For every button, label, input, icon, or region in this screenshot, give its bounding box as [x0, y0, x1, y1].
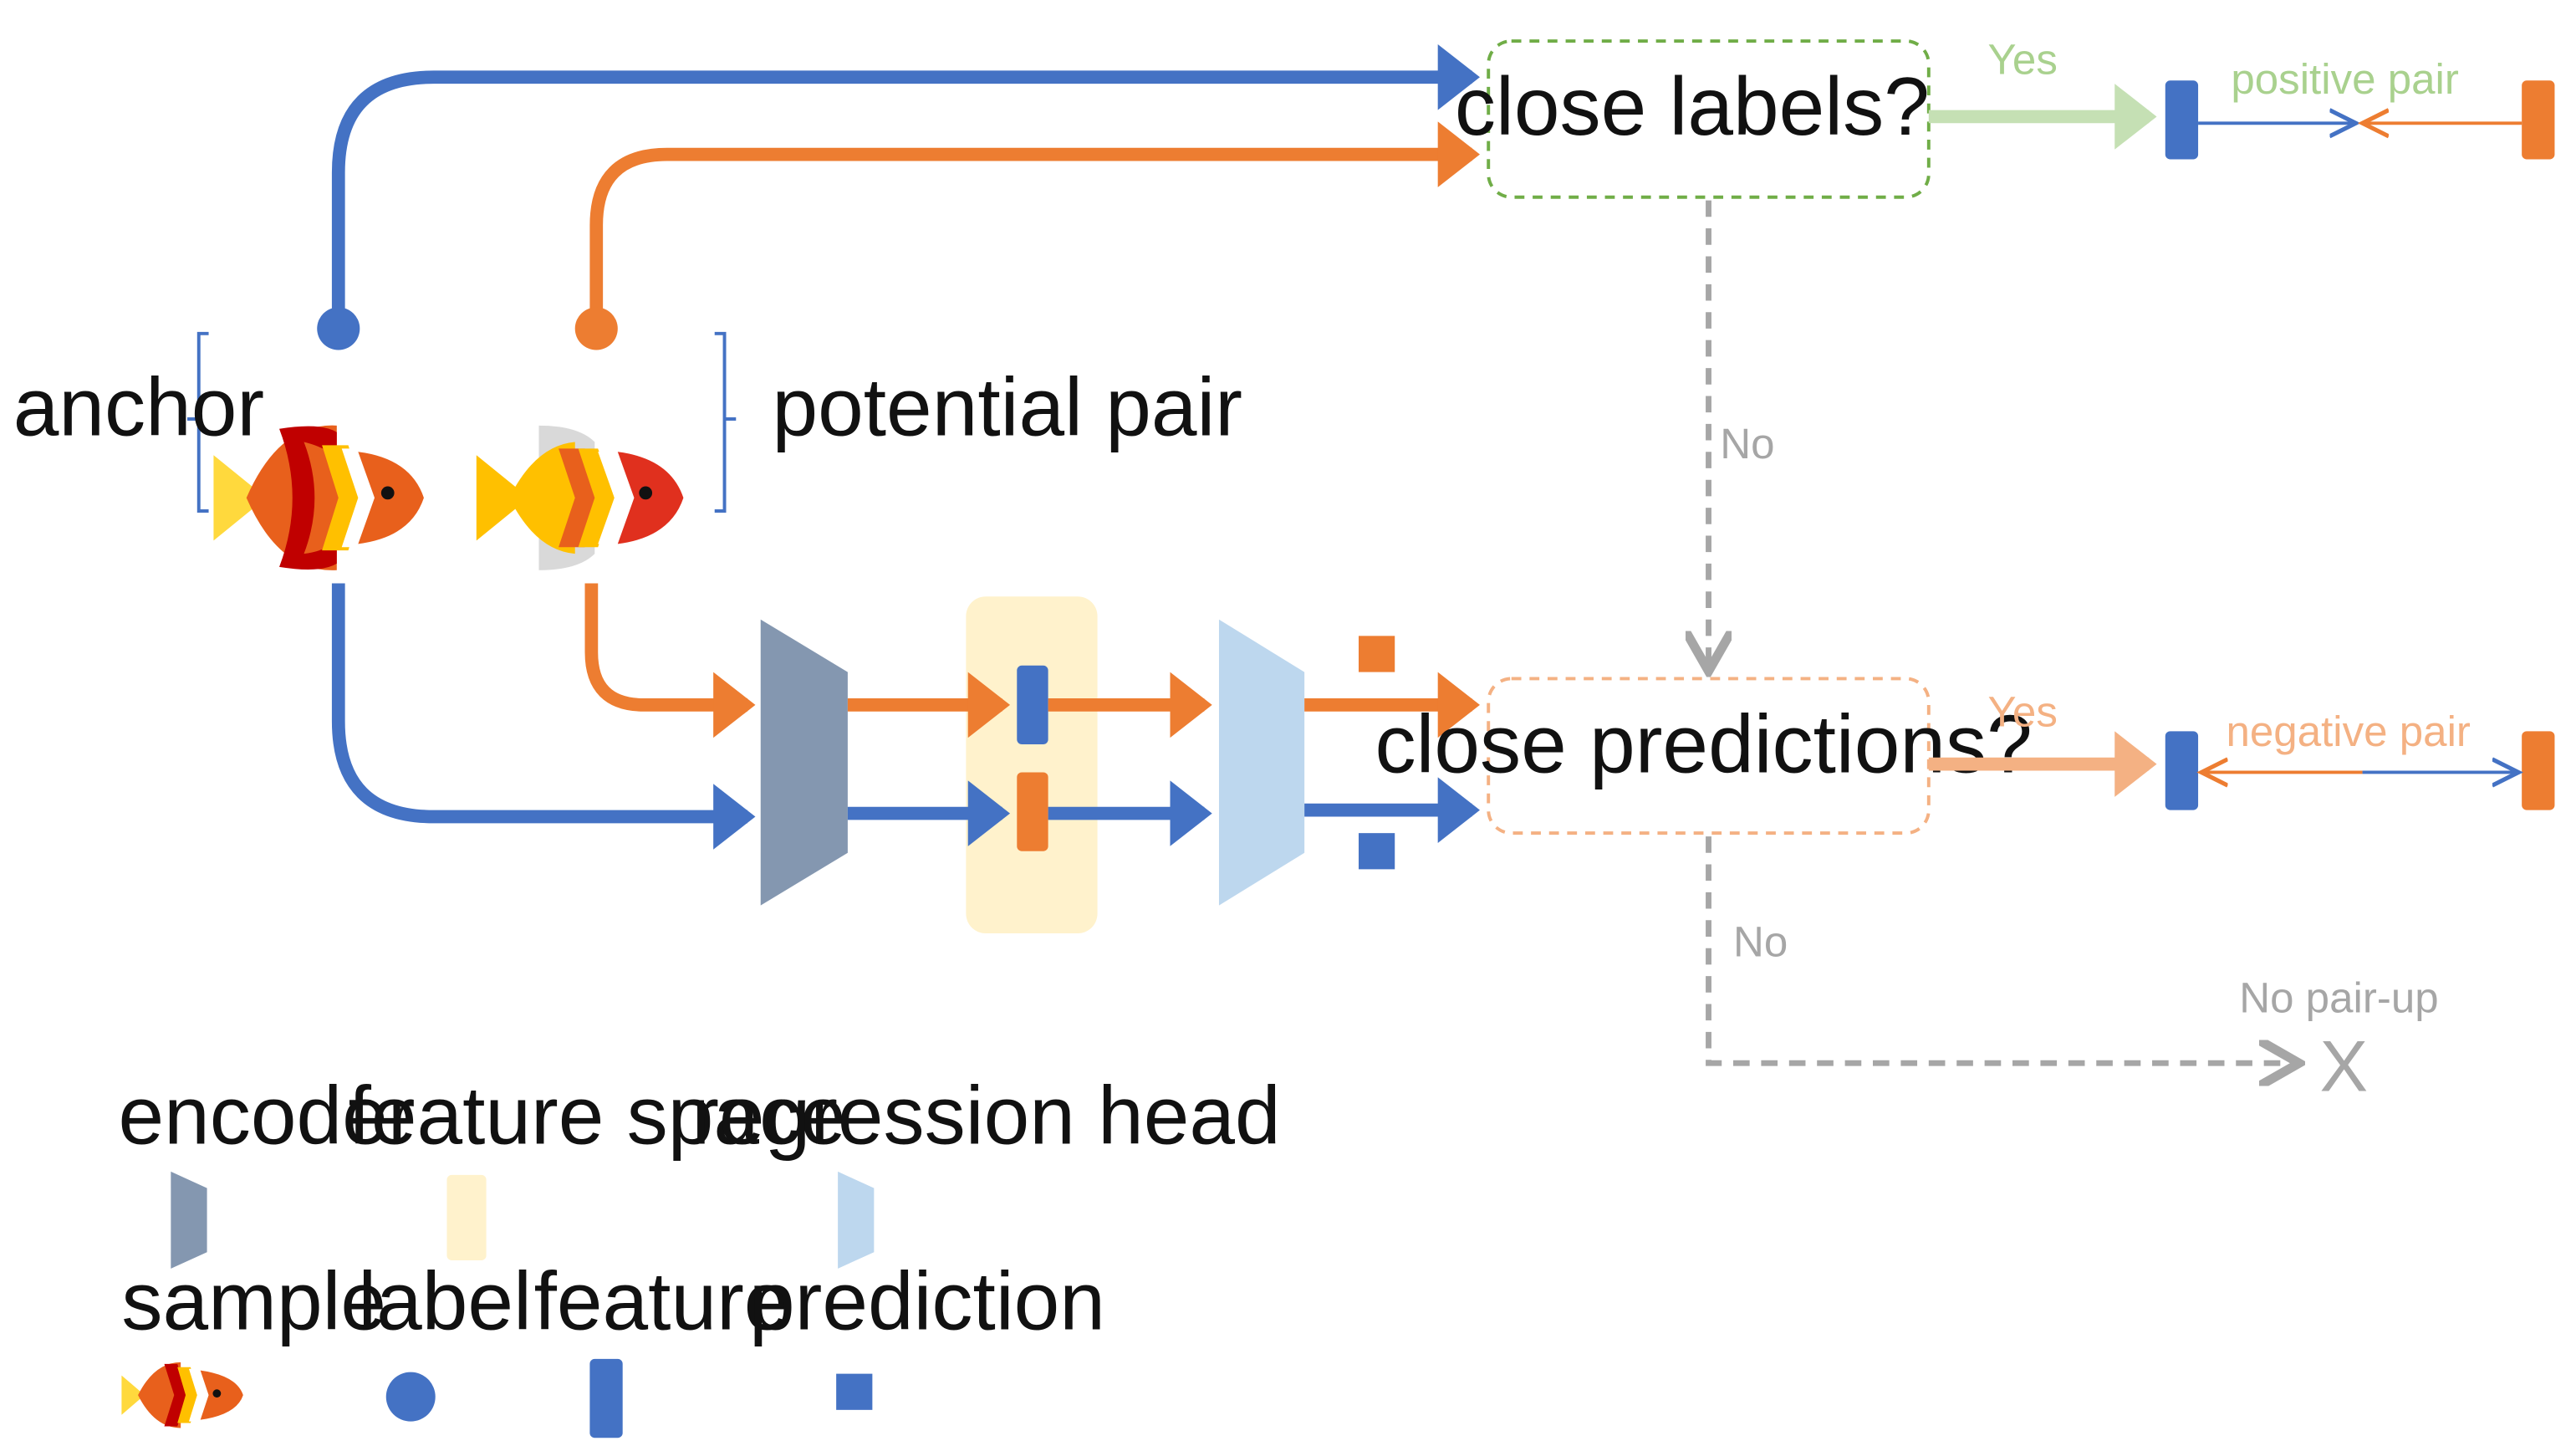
pair-bracket	[714, 331, 737, 513]
negative-pair-text: negative pair	[2226, 708, 2470, 755]
no-text-bottom: No	[1733, 918, 1788, 966]
legend-prediction-icon	[836, 1373, 873, 1410]
legend-regression-head-icon	[838, 1171, 875, 1269]
legend: encoder feature space regression head sa…	[118, 1070, 1281, 1438]
anchor-fish-icon	[213, 425, 424, 570]
feature-space-block	[966, 596, 1098, 934]
yes-text-top: Yes	[1988, 35, 2058, 83]
legend-feature-space-text: feature space	[349, 1070, 846, 1162]
feature-marker-blue	[1017, 665, 1048, 745]
pair-label-dot	[574, 307, 618, 350]
prediction-marker-blue	[1358, 833, 1395, 870]
positive-blue-feature	[2165, 80, 2199, 160]
close-labels-text: close labels?	[1455, 60, 1930, 152]
close-predictions-text: close predictions?	[1375, 697, 2032, 789]
prediction-marker-orange	[1358, 636, 1395, 672]
legend-label-icon	[385, 1372, 436, 1422]
yes-text-bottom: Yes	[1988, 687, 2058, 735]
legend-prediction-text: prediction	[749, 1255, 1105, 1347]
legend-label-text: label	[358, 1255, 532, 1347]
pair-fish-icon	[476, 425, 684, 570]
pair-encoder-route	[584, 583, 756, 738]
encoder-block	[760, 619, 848, 906]
anchor-label-route	[331, 43, 1481, 324]
potential-pair-text: potential pair	[773, 361, 1243, 453]
anchor-encoder-route	[331, 583, 756, 850]
no-pair-up-mark: X	[2319, 1027, 2368, 1107]
close-predictions-box	[1487, 677, 1931, 835]
negative-blue-feature	[2165, 731, 2199, 810]
anchor-bracket	[187, 331, 209, 513]
regression-head-block	[1218, 619, 1305, 906]
no-arrow-bottom	[1706, 836, 2294, 1063]
negative-orange-feature	[2522, 731, 2555, 810]
positive-pair-text: positive pair	[2231, 55, 2459, 103]
pair-label-route	[589, 121, 1481, 324]
legend-encoder-text: encoder	[118, 1070, 415, 1162]
legend-encoder-icon	[171, 1171, 207, 1269]
no-pair-up-text: No pair-up	[2239, 973, 2438, 1021]
anchor-text: anchor	[13, 361, 264, 453]
legend-sample-text: sample	[121, 1255, 386, 1347]
no-text-top: No	[1720, 420, 1774, 468]
anchor-label-dot	[317, 307, 360, 350]
legend-regression-head-text: regression head	[691, 1070, 1280, 1162]
feature-marker-orange	[1017, 772, 1048, 851]
legend-sample-fish-icon	[121, 1362, 243, 1428]
legend-feature-space-icon	[446, 1174, 487, 1261]
close-labels-box	[1487, 39, 1931, 199]
legend-feature-text: feature	[534, 1255, 790, 1347]
positive-orange-feature	[2522, 80, 2555, 160]
legend-feature-icon	[589, 1358, 623, 1438]
